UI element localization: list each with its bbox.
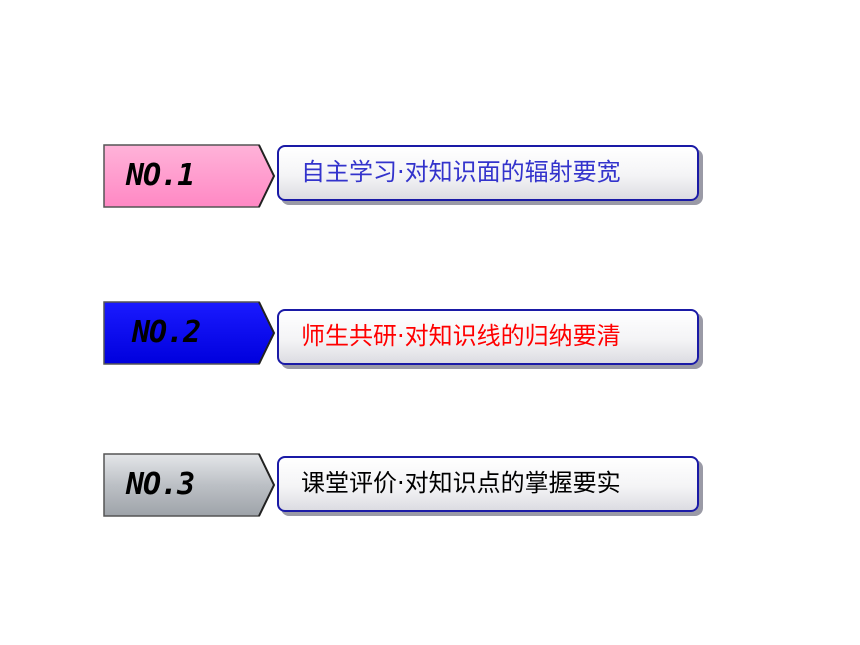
item-number-tag-2: NO.2 bbox=[103, 301, 276, 365]
item-text-box-3: 课堂评价·对知识点的掌握要实 bbox=[277, 456, 699, 512]
item-number-label-3: NO.3 bbox=[126, 467, 195, 502]
item-text-1: 自主学习·对知识面的辐射要宽 bbox=[301, 158, 621, 186]
item-number-label-2: NO.2 bbox=[132, 315, 201, 350]
tag-arrow-shape-2 bbox=[103, 301, 276, 365]
item-text-2: 师生共研·对知识线的归纳要清 bbox=[301, 322, 621, 350]
tag-arrow-shape-3 bbox=[103, 453, 276, 517]
item-number-tag-1: NO.1 bbox=[103, 144, 276, 208]
item-text-box-2: 师生共研·对知识线的归纳要清 bbox=[277, 309, 699, 365]
item-text-3: 课堂评价·对知识点的掌握要实 bbox=[301, 469, 621, 497]
item-number-tag-3: NO.3 bbox=[103, 453, 276, 517]
tag-arrow-shape-1 bbox=[103, 144, 276, 208]
item-text-box-1: 自主学习·对知识面的辐射要宽 bbox=[277, 145, 699, 201]
item-number-label-1: NO.1 bbox=[126, 158, 195, 193]
